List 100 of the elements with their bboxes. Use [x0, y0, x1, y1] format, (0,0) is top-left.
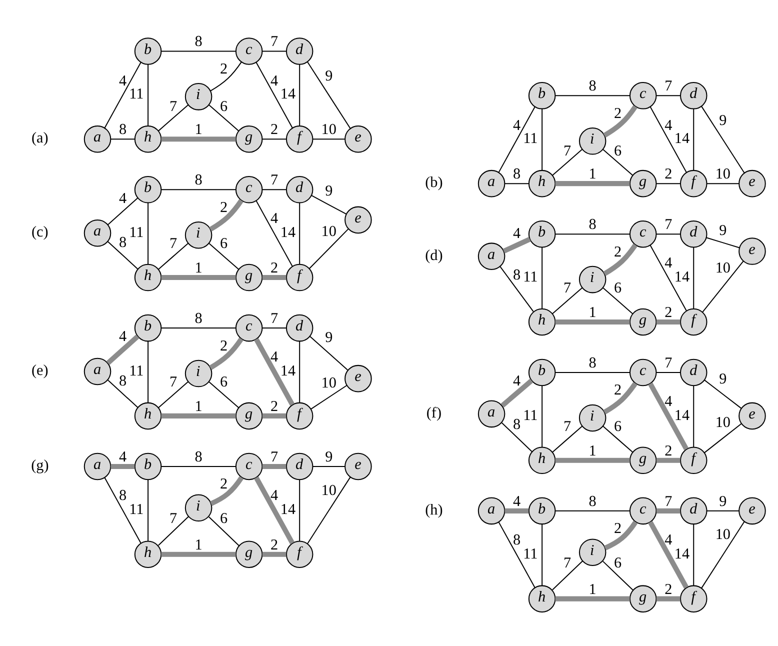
connector — [158, 242, 189, 270]
node-circle: a — [84, 452, 112, 480]
edge-label: 2 — [270, 259, 278, 276]
node-circle: f — [680, 170, 708, 198]
edge-label: 10 — [715, 166, 730, 183]
node-circle: i — [578, 538, 606, 566]
edge-label: 7 — [170, 98, 178, 115]
connector — [299, 202, 300, 264]
connector — [209, 337, 244, 370]
edge-label: 8 — [194, 448, 202, 466]
connector — [312, 466, 345, 467]
connector — [656, 508, 680, 514]
connector — [604, 520, 638, 550]
connector — [602, 287, 634, 314]
node-circle: h — [528, 308, 556, 336]
label: (a) — [32, 130, 48, 147]
edge-label: 7 — [170, 374, 178, 391]
edge-label: 7 — [564, 418, 572, 436]
node-circle: i — [184, 83, 212, 110]
edge-label: 11 — [129, 500, 144, 518]
connector — [555, 234, 630, 235]
node-circle: c — [235, 176, 263, 204]
node-circle: a — [478, 400, 506, 428]
edge-label: 1 — [194, 121, 202, 138]
edge-label: 9 — [719, 222, 727, 240]
node-circle: h — [528, 170, 556, 198]
label: (f) — [426, 404, 442, 422]
edge-label: 2 — [270, 536, 278, 554]
edge-label: 8 — [118, 234, 127, 252]
edge-label: 4 — [664, 531, 672, 548]
label: (h) — [425, 501, 443, 518]
node-circle: f — [286, 125, 314, 153]
connector — [656, 458, 680, 463]
edge-label: 8 — [194, 33, 202, 50]
edge-label: 4 — [270, 210, 278, 227]
connector — [299, 64, 300, 126]
node-circle: c — [235, 38, 263, 65]
connector — [148, 480, 149, 542]
edge-label: 2 — [220, 476, 228, 493]
connector — [502, 422, 532, 452]
connector — [256, 200, 293, 266]
connector — [161, 136, 236, 142]
label: (c) — [32, 224, 48, 241]
node-circle: a — [478, 242, 506, 270]
edge-label: 1 — [194, 398, 202, 415]
node-circle: d — [286, 314, 314, 342]
connector — [555, 95, 630, 96]
connector — [158, 381, 189, 408]
connector — [704, 423, 742, 454]
label: (d) — [425, 246, 443, 264]
edge-label: 6 — [614, 280, 622, 297]
node-circle: h — [134, 402, 162, 430]
node-circle: g — [235, 402, 263, 430]
connector — [504, 508, 529, 514]
connector — [602, 426, 634, 453]
edge-label: 11 — [129, 362, 144, 380]
node-circle: g — [629, 446, 657, 474]
connector — [108, 241, 138, 270]
edge-label: 9 — [719, 370, 727, 388]
connector — [299, 341, 300, 403]
edge-label: 8 — [588, 492, 596, 510]
connector — [210, 62, 242, 92]
edge-label: 2 — [614, 382, 622, 399]
node-circle: b — [528, 82, 556, 110]
connector — [208, 381, 240, 408]
connector — [498, 522, 536, 588]
connector — [656, 234, 680, 235]
node-circle: c — [235, 452, 263, 480]
connector — [552, 287, 583, 314]
connector — [208, 516, 240, 546]
connector — [310, 384, 348, 410]
connector — [656, 319, 680, 325]
connector — [706, 510, 739, 512]
node-circle: i — [184, 221, 212, 249]
connector — [555, 596, 630, 602]
edge-label: 2 — [614, 243, 622, 260]
edge-label: 4 — [664, 117, 672, 134]
connector — [706, 237, 740, 248]
edge-label: 8 — [588, 354, 596, 372]
connector — [555, 181, 630, 186]
label: (g) — [31, 457, 49, 474]
edge-label: 4 — [270, 72, 278, 90]
connector — [311, 195, 347, 215]
edge-label: 8 — [513, 266, 521, 284]
connector — [648, 520, 689, 589]
node-circle: h — [528, 446, 556, 474]
connector — [158, 516, 189, 546]
connector — [210, 476, 244, 506]
edge-label: 8 — [118, 372, 127, 390]
edge-label: 2 — [220, 60, 228, 78]
node-circle: c — [629, 220, 657, 248]
edge-label: 9 — [719, 492, 727, 510]
node-circle: c — [629, 358, 657, 386]
connector — [262, 138, 286, 140]
edge-label: 2 — [614, 104, 622, 122]
node-circle: d — [680, 358, 708, 386]
edge-label: 2 — [664, 166, 672, 183]
edge-label: 1 — [194, 536, 202, 554]
connector — [500, 266, 534, 312]
connector — [262, 50, 286, 52]
